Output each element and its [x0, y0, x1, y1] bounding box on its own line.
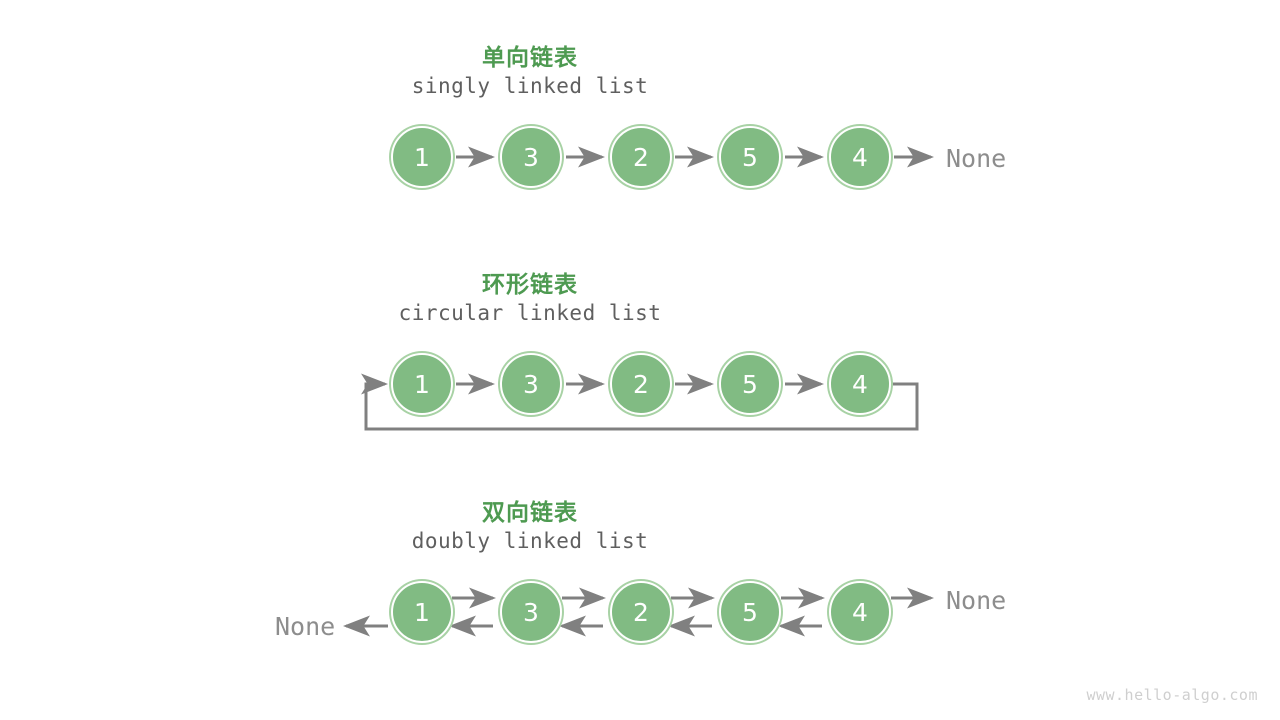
node-circular-0: 1	[391, 353, 453, 415]
circular-title-en: circular linked list	[398, 301, 662, 325]
node-doubly-0: 1	[391, 581, 453, 643]
singly-tail-none-label: None	[946, 144, 1007, 173]
node-singly-0: 1	[391, 126, 453, 188]
singly-title-cn: 单向链表	[482, 45, 578, 71]
doubly-head-none-label: None	[275, 612, 336, 641]
doubly-title-en: doubly linked list	[411, 529, 649, 553]
node-singly-4: 4	[829, 126, 891, 188]
node-circular-1: 3	[500, 353, 562, 415]
doubly-title-cn: 双向链表	[482, 500, 578, 526]
circular-title-cn: 环形链表	[482, 272, 578, 298]
watermark: www.hello-algo.com	[1086, 686, 1258, 704]
node-circular-2: 2	[610, 353, 672, 415]
node-doubly-3: 5	[719, 581, 781, 643]
node-circular-3: 5	[719, 353, 781, 415]
node-circular-4: 4	[829, 353, 891, 415]
singly-title-en: singly linked list	[411, 74, 649, 98]
node-doubly-1: 3	[500, 581, 562, 643]
node-doubly-2: 2	[610, 581, 672, 643]
doubly-tail-none-label: None	[946, 586, 1007, 615]
node-doubly-4: 4	[829, 581, 891, 643]
node-singly-3: 5	[719, 126, 781, 188]
node-singly-2: 2	[610, 126, 672, 188]
node-singly-1: 3	[500, 126, 562, 188]
